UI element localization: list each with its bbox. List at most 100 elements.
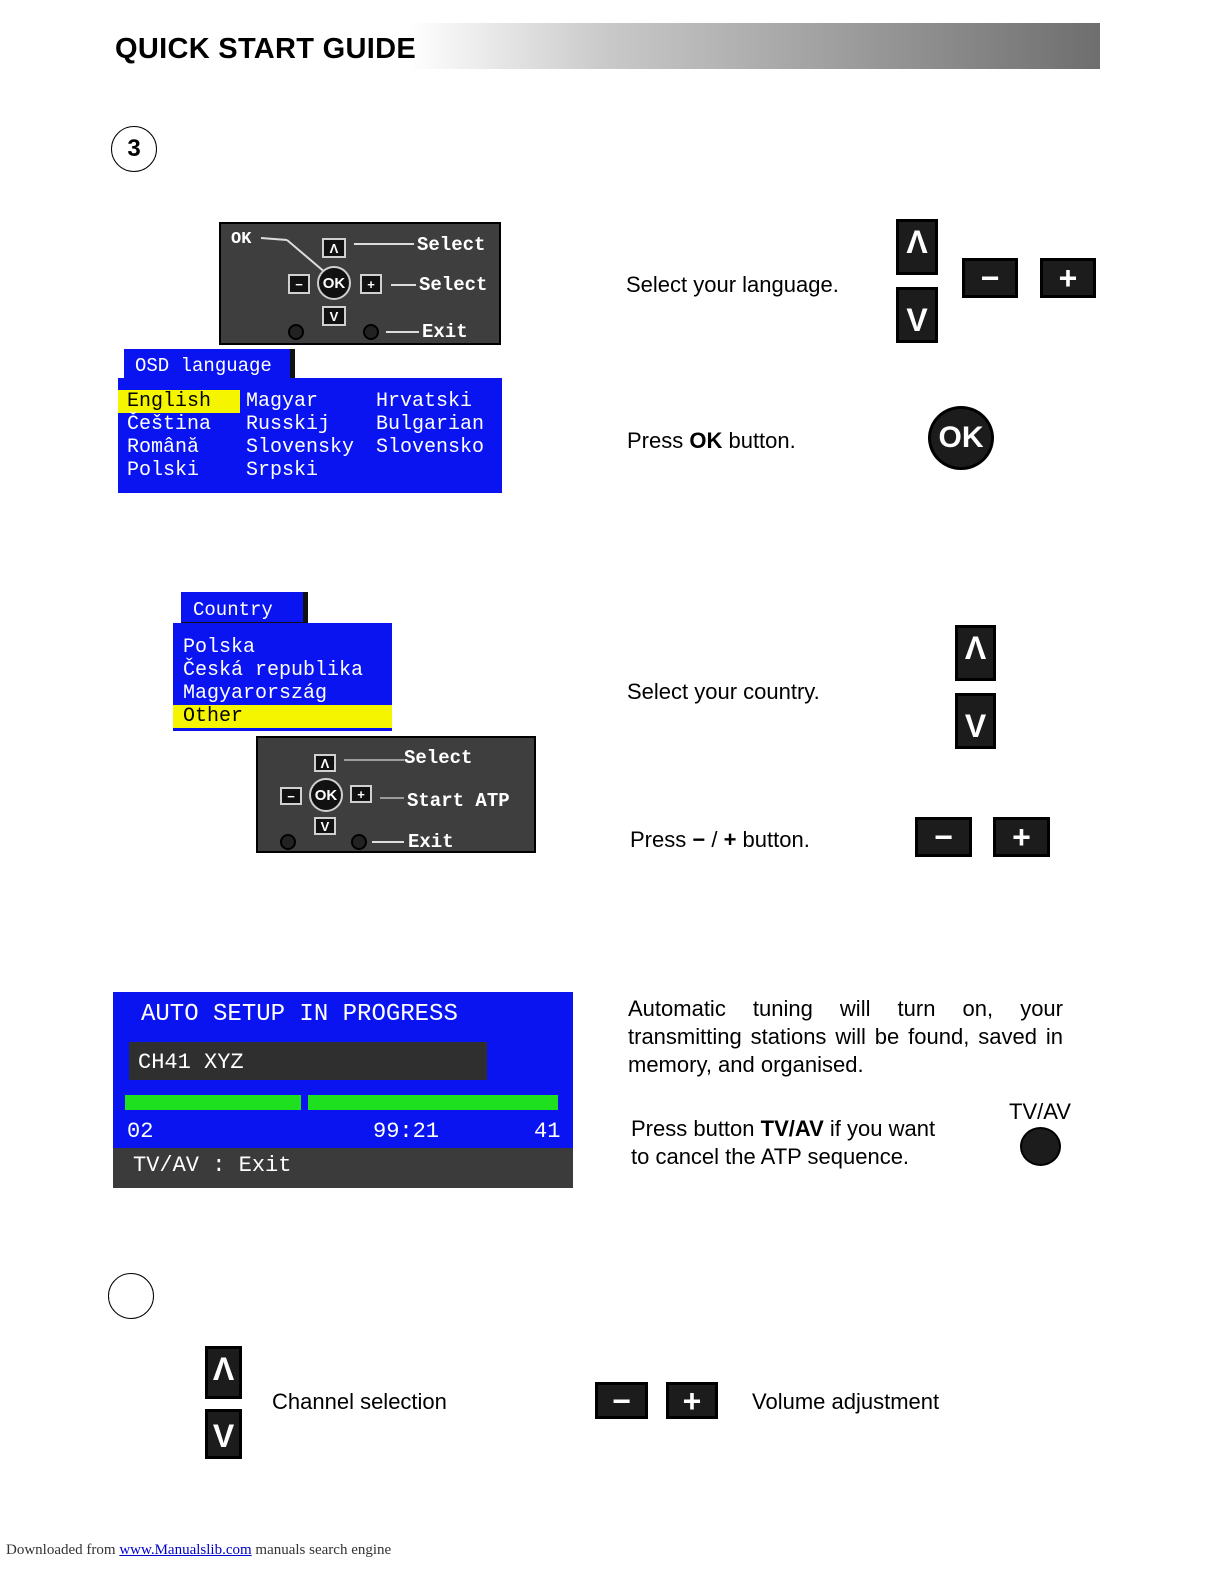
down-arrow-key-icon: V bbox=[955, 693, 996, 749]
country-option[interactable]: Polska bbox=[183, 636, 256, 659]
down-arrow-icon: V bbox=[314, 817, 336, 835]
plus-icon: + bbox=[350, 785, 372, 803]
page-title: QUICK START GUIDE bbox=[115, 33, 417, 65]
select-label: Select bbox=[404, 747, 473, 769]
minus-symbol: − bbox=[692, 827, 706, 852]
language-option[interactable]: Bulgarian bbox=[376, 413, 485, 436]
plus-symbol: + bbox=[723, 827, 737, 852]
manualslib-link[interactable]: www.Manualslib.com bbox=[119, 1542, 252, 1558]
minus-icon: − bbox=[288, 274, 310, 294]
country-title: Country bbox=[181, 592, 308, 627]
minus-icon: − bbox=[280, 787, 302, 805]
country-menu: Polska Česká republika Magyarország Othe… bbox=[173, 623, 392, 731]
remote-panel-country: Λ − OK + V Select Start ATP Exit bbox=[256, 736, 536, 853]
dot-button-icon bbox=[363, 324, 379, 340]
step-number-3: 3 bbox=[111, 126, 157, 172]
minus-key-icon: − bbox=[915, 817, 972, 857]
instruction-auto-tuning: Automatic tuning will turn on, your tran… bbox=[628, 996, 1063, 1077]
down-arrow-icon: V bbox=[322, 306, 346, 326]
language-column-2: Magyar Russkij Slovensky Srpski bbox=[246, 390, 354, 482]
instruction-bold-tvav: TV/AV bbox=[760, 1116, 824, 1141]
instruction-select-language: Select your language. bbox=[626, 272, 839, 297]
progress-bar-right bbox=[308, 1095, 558, 1110]
up-arrow-icon: Λ bbox=[314, 754, 336, 772]
up-arrow-key-icon: Λ bbox=[896, 219, 938, 275]
minus-key-icon: − bbox=[962, 258, 1018, 298]
volume-adjustment-label: Volume adjustment bbox=[752, 1389, 940, 1414]
plus-key-icon: + bbox=[666, 1382, 718, 1419]
step-number-4 bbox=[108, 1273, 154, 1319]
language-option[interactable]: Polski bbox=[127, 459, 200, 482]
tvav-button-icon bbox=[1020, 1127, 1061, 1166]
instruction-select-country: Select your country. bbox=[627, 679, 820, 704]
instruction-text: if you want bbox=[823, 1116, 936, 1141]
instruction-text: to cancel the ATP sequence. bbox=[631, 1144, 910, 1169]
exit-hint-bar: TV/AV : Exit bbox=[113, 1148, 573, 1188]
up-arrow-icon: Λ bbox=[322, 238, 346, 258]
language-option[interactable]: Română bbox=[127, 436, 200, 459]
instruction-text: button. bbox=[722, 428, 796, 453]
connector-lines bbox=[260, 237, 419, 333]
instruction-press-minus-plus: Press − / + button. bbox=[630, 827, 810, 853]
ok-icon: OK bbox=[309, 778, 343, 812]
down-arrow-key-icon: V bbox=[896, 287, 938, 343]
progress-end-value: 41 bbox=[534, 1119, 561, 1144]
tvav-label: TV/AV bbox=[1009, 1099, 1071, 1124]
plus-key-icon: + bbox=[1040, 258, 1096, 298]
header-bar bbox=[113, 23, 1100, 69]
auto-setup-title: AUTO SETUP IN PROGRESS bbox=[141, 1001, 458, 1028]
language-option[interactable]: Hrvatski bbox=[376, 390, 473, 413]
country-option[interactable]: Česká republika bbox=[183, 659, 364, 682]
ok-button-icon: OK bbox=[928, 406, 994, 470]
channel-label: CH41 XYZ bbox=[138, 1050, 244, 1075]
exit-label: Exit bbox=[408, 831, 454, 853]
progress-start-value: 02 bbox=[127, 1119, 154, 1144]
channel-selection-label: Channel selection bbox=[272, 1389, 447, 1414]
dot-button-icon bbox=[280, 834, 296, 850]
instruction-text: Press bbox=[630, 827, 693, 852]
dot-button-icon bbox=[288, 324, 304, 340]
select-label: Select bbox=[417, 234, 486, 256]
exit-hint: TV/AV : Exit bbox=[133, 1153, 292, 1178]
instruction-text: button. bbox=[736, 827, 810, 852]
remote-panel-language: OK Λ − OK + V Select Select Exit bbox=[219, 222, 501, 345]
select-label: Select bbox=[419, 274, 488, 296]
language-option[interactable]: Srpski bbox=[246, 459, 319, 482]
language-option[interactable]: Russkij bbox=[246, 413, 331, 436]
channel-box: CH41 XYZ bbox=[129, 1042, 487, 1080]
footer-text: manuals search engine bbox=[251, 1542, 392, 1558]
up-arrow-key-icon: Λ bbox=[955, 625, 996, 681]
ok-icon: OK bbox=[317, 266, 351, 300]
instruction-bold-ok: OK bbox=[689, 428, 723, 453]
language-option-selected[interactable]: English bbox=[118, 390, 240, 413]
connector-lines bbox=[344, 759, 404, 843]
instruction-text: Press bbox=[627, 428, 690, 453]
country-option-selected[interactable]: Other bbox=[173, 705, 392, 728]
progress-bar-left bbox=[125, 1095, 301, 1110]
instruction-press-ok: Press OK button. bbox=[627, 428, 796, 454]
osd-language-menu: English Čeština Română Polski Magyar Rus… bbox=[118, 378, 502, 493]
down-arrow-key-icon: V bbox=[205, 1409, 242, 1459]
footer: Downloaded from www.Manualslib.com manua… bbox=[6, 1542, 391, 1559]
start-atp-label: Start ATP bbox=[407, 790, 510, 812]
language-column-1: English Čeština Română Polski bbox=[118, 390, 240, 482]
language-option[interactable]: Čeština bbox=[127, 413, 212, 436]
instruction-text: Press button bbox=[631, 1116, 761, 1141]
language-column-3: Hrvatski Bulgarian Slovensko bbox=[376, 390, 484, 459]
language-option[interactable]: Slovensko bbox=[376, 436, 485, 459]
auto-setup-screen: AUTO SETUP IN PROGRESS CH41 XYZ 02 99:21… bbox=[113, 992, 573, 1188]
minus-key-icon: − bbox=[595, 1382, 648, 1419]
up-arrow-key-icon: Λ bbox=[205, 1346, 242, 1399]
progress-time: 99:21 bbox=[373, 1119, 440, 1144]
instruction-tvav: Press button TV/AV if you want to cancel… bbox=[631, 1115, 935, 1171]
instruction-text: / bbox=[705, 827, 724, 852]
dot-button-icon bbox=[351, 834, 367, 850]
footer-text: Downloaded from bbox=[6, 1542, 120, 1558]
plus-key-icon: + bbox=[993, 817, 1050, 857]
language-option[interactable]: Magyar bbox=[246, 390, 319, 413]
ok-label: OK bbox=[231, 230, 252, 249]
plus-icon: + bbox=[360, 274, 382, 294]
country-option[interactable]: Magyarország bbox=[183, 682, 328, 705]
exit-label: Exit bbox=[422, 321, 468, 343]
language-option[interactable]: Slovensky bbox=[246, 436, 355, 459]
